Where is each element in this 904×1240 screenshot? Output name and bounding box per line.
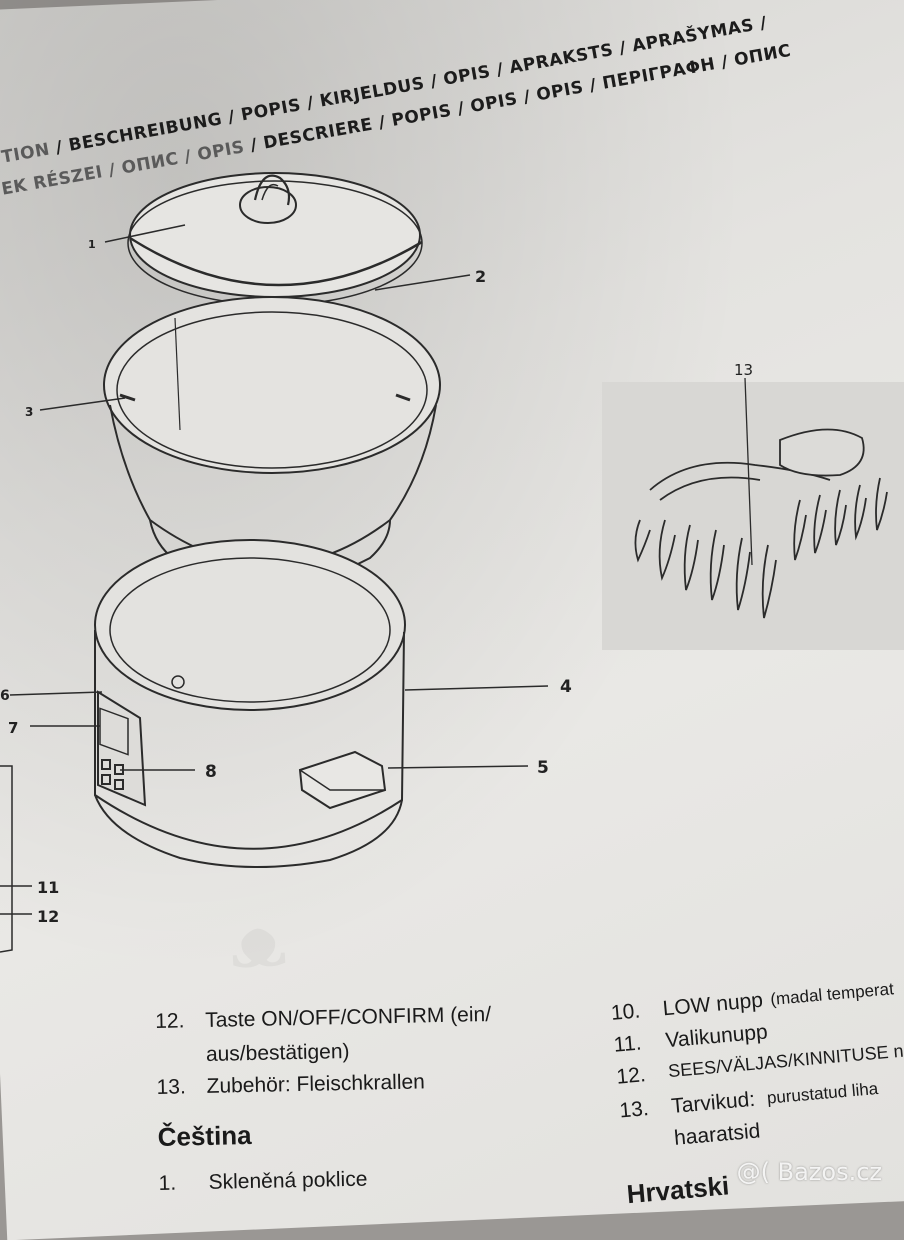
label-7: 7 xyxy=(8,719,18,737)
item-number: 13. xyxy=(156,1075,187,1099)
label-2: 2 xyxy=(475,267,486,286)
label-6: 6 xyxy=(0,688,10,704)
item-number: 12. xyxy=(155,1009,185,1033)
watermark-text: Bazos.cz xyxy=(777,1158,882,1186)
product-diagram: 1 2 3 4 5 6 7 8 11 12 13 xyxy=(0,172,888,953)
leader-lines xyxy=(0,224,549,953)
czech-section-title: Čeština xyxy=(157,1120,252,1152)
label-11: 11 xyxy=(37,878,59,897)
accessory-panel xyxy=(602,382,904,650)
watermark-icon: @( xyxy=(736,1158,770,1186)
item-number: 12. xyxy=(615,1063,647,1089)
item-text: Skleněná poklice xyxy=(208,1167,368,1194)
site-watermark: @( Bazos.cz xyxy=(737,1158,882,1186)
label-12: 12 xyxy=(37,907,59,926)
item-number: 1. xyxy=(158,1171,177,1195)
item-number: 11. xyxy=(612,1031,643,1057)
item-number: 10. xyxy=(610,999,642,1025)
label-13: 13 xyxy=(734,361,753,379)
label-1: 1 xyxy=(88,238,96,251)
label-4: 4 xyxy=(560,677,572,697)
label-3: 3 xyxy=(25,405,33,419)
base-unit-drawing xyxy=(94,539,406,869)
label-8: 8 xyxy=(205,762,217,782)
glass-lid-drawing xyxy=(127,172,423,306)
meat-claw-drawing xyxy=(634,377,888,619)
label-5: 5 xyxy=(537,758,549,778)
item-text: aus/bestätigen) xyxy=(205,1039,350,1066)
item-text: Zubehör: Fleischkrallen xyxy=(206,1070,426,1098)
item-number: 13. xyxy=(618,1097,650,1123)
